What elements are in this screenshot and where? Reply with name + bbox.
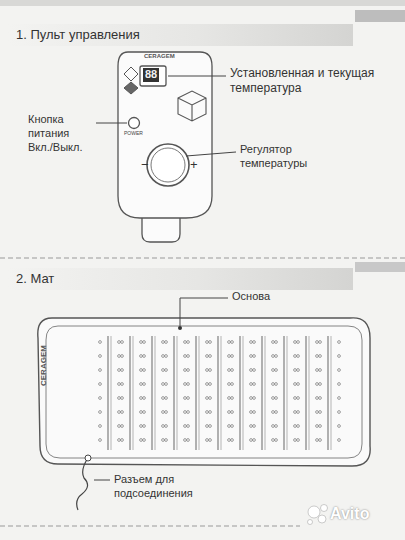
callout-label: Регулятор температуры xyxy=(240,143,335,171)
minus-sign: − xyxy=(141,157,149,173)
section-title: 1. Пульт управления xyxy=(16,27,345,42)
section-header: 1. Пульт управления xyxy=(8,24,353,46)
display-digits: 88 xyxy=(143,68,159,82)
separator xyxy=(0,258,405,259)
separator xyxy=(0,526,300,527)
remote-control xyxy=(118,52,212,242)
callout-label: Основа xyxy=(232,290,270,304)
watermark: Avito xyxy=(330,504,369,524)
callout-label: Установленная и текущая температура xyxy=(230,66,380,96)
section-header: 2. Мат xyxy=(8,268,353,290)
mat xyxy=(38,298,370,510)
brand-logo: CERAGEM xyxy=(144,53,175,59)
callout-label: Кнопка питания Вкл./Выкл. xyxy=(28,113,96,154)
section-title: 2. Мат xyxy=(16,271,345,286)
watermark-icon xyxy=(308,505,328,525)
plus-sign: + xyxy=(190,157,198,173)
button-label: POWER xyxy=(124,131,143,136)
page-edge xyxy=(0,0,405,6)
brand-logo: CERAGEM xyxy=(40,345,48,386)
leader-lines xyxy=(96,76,236,156)
header-shade xyxy=(355,262,405,272)
callout-label: Разъем для подсоединения xyxy=(114,473,224,501)
header-shade xyxy=(355,10,405,22)
